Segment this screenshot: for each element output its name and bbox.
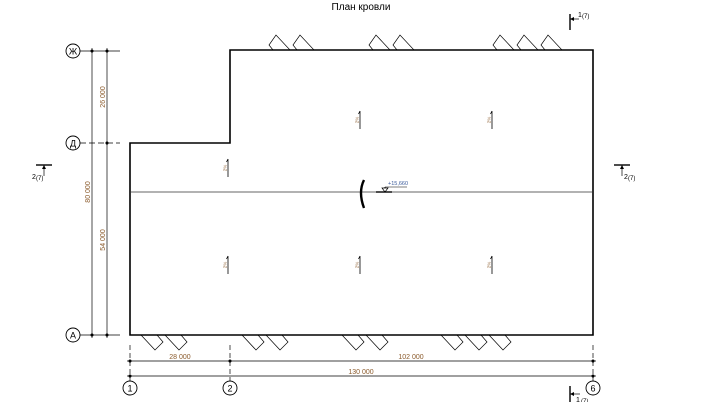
slope-label: 2% <box>223 165 228 172</box>
dim-vertical-total: 80 000 <box>85 181 92 203</box>
svg-text:2: 2 <box>227 384 232 394</box>
slope-arrow: 2% <box>223 255 229 274</box>
dim-horizontal-total: 130 000 <box>348 369 373 376</box>
slope-arrow: 2% <box>355 110 361 129</box>
axis-marker-d: Д <box>65 135 81 151</box>
svg-text:Ж: Ж <box>69 47 78 57</box>
axis-marker-2: 2 <box>222 380 238 396</box>
vertical-dimensions <box>80 48 120 338</box>
dim-horizontal-left: 28 000 <box>169 354 191 361</box>
skylights-bottom <box>140 334 512 351</box>
svg-text:А: А <box>70 331 76 341</box>
slope-label: 2% <box>355 117 360 124</box>
svg-text:(7): (7) <box>582 14 589 20</box>
svg-text:1: 1 <box>576 397 580 402</box>
roof-outline <box>129 49 594 336</box>
drawing-title: План кровли <box>332 2 391 13</box>
svg-text:(7): (7) <box>628 176 635 182</box>
slope-label: 2% <box>487 117 492 124</box>
slope-label: 2% <box>487 262 492 269</box>
section-mark-2-left: 2 (7) <box>32 164 52 182</box>
slope-label: 2% <box>223 262 228 269</box>
axis-marker-1: 1 <box>122 380 138 396</box>
svg-text:Д: Д <box>70 139 76 149</box>
elevation-label: +15,660 <box>388 181 408 187</box>
break-mark <box>359 179 366 209</box>
section-mark-1-top: 1 (7) <box>569 12 589 30</box>
section-mark-1-bottom: 1 (7) <box>569 386 588 402</box>
dim-horizontal-right: 102 000 <box>398 354 423 361</box>
dim-vertical-lower: 54 000 <box>100 229 107 251</box>
svg-text:6: 6 <box>590 384 595 394</box>
slope-arrow: 2% <box>487 110 493 129</box>
svg-text:(7): (7) <box>36 176 43 182</box>
axis-marker-zh: Ж <box>65 43 81 59</box>
slope-arrow: 2% <box>223 158 229 177</box>
slope-arrow: 2% <box>487 255 493 274</box>
skylights-top <box>268 34 563 51</box>
svg-text:2: 2 <box>624 174 628 181</box>
section-mark-2-right: 2 (7) <box>614 164 635 182</box>
horizontal-dimensions <box>127 345 596 381</box>
axis-marker-6: 6 <box>585 380 601 396</box>
svg-text:1: 1 <box>127 384 132 394</box>
axis-marker-a: А <box>65 327 81 343</box>
slope-arrow: 2% <box>355 255 361 274</box>
svg-text:1: 1 <box>578 12 582 19</box>
svg-text:(7): (7) <box>581 399 588 402</box>
slope-label: 2% <box>355 262 360 269</box>
svg-text:2: 2 <box>32 174 36 181</box>
elevation-mark: +15,660 <box>376 181 408 193</box>
dim-vertical-upper: 26 000 <box>100 86 107 108</box>
